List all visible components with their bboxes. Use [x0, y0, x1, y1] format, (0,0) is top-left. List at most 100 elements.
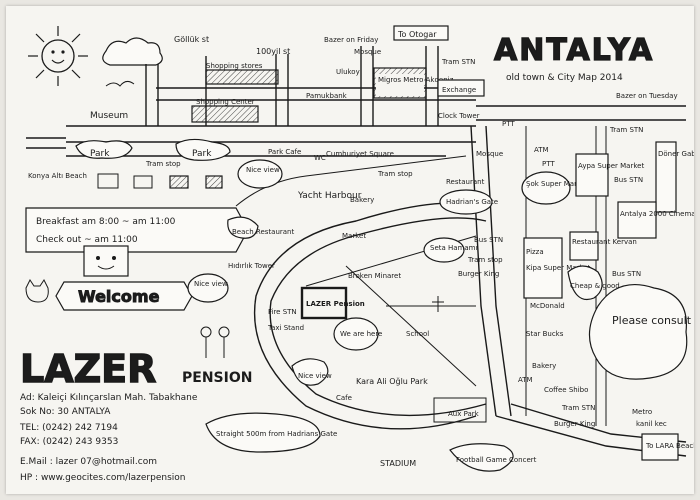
welcome-sign: Welcome: [55, 245, 193, 311]
nice-view-2-bubble: [187, 273, 229, 303]
atm-2: ATM: [518, 376, 533, 384]
shopping-center-block: [191, 105, 259, 123]
street-ulukoy: Ulukoy: [336, 68, 360, 76]
shopping-stores-block: [205, 69, 279, 85]
wc: WC: [314, 154, 326, 162]
flower-icon: [200, 326, 230, 358]
we-are-here-bubble: [333, 317, 379, 351]
tram-stop-right: Tram stop: [467, 256, 503, 264]
atm-1: ATM: [534, 146, 549, 154]
straight-route-bubble: [205, 412, 321, 453]
exchange: Exchange: [442, 86, 476, 94]
cross-icon: [432, 296, 444, 312]
doner-box: [655, 141, 677, 213]
mcdonald: McDonald: [530, 302, 565, 310]
to-lara-box: [641, 433, 679, 461]
aux-park: Aux Park: [448, 410, 480, 418]
park-left: Park: [90, 149, 110, 159]
hidirlik-tower: Hıdırlık Tower: [228, 262, 275, 270]
bazaar-friday: Bazer on Friday: [324, 36, 378, 44]
exchange-box: [437, 79, 485, 97]
restaurant-2: Restaurant Kervan: [572, 238, 637, 246]
football-bubble: [449, 443, 514, 472]
hadrians-gate: Hadrian's Gate: [446, 198, 498, 206]
school: School: [406, 330, 429, 338]
cafe-label: Cafe: [336, 394, 352, 402]
please-consult: Please consult about anything: [612, 314, 694, 327]
lazer-box-label: LAZER Pension: [306, 300, 365, 308]
starbucks: Star Bucks: [526, 330, 564, 338]
market-label: Market: [342, 232, 366, 240]
we-are-here: We are here: [340, 330, 382, 338]
bus-stn-3: Bus STN: [612, 270, 641, 278]
metro: Metro: [632, 408, 652, 416]
cheap-good: Cheap & good: [570, 282, 620, 290]
cumhuriyet: Cumhuriyet Square: [326, 150, 394, 158]
sok-market-bubble: [521, 171, 571, 205]
nice-view-3-bubble: [291, 358, 329, 386]
bus-stn-1: Bus STN: [614, 176, 643, 184]
tel: TEL: (0242) 242 7194: [19, 423, 118, 433]
notice-box: [25, 207, 249, 253]
clock-tower: Clock Tower: [438, 112, 480, 120]
map-paper: ANTALYA old town & City Map 2014: [6, 6, 700, 494]
konya-alti: Konya Altı Beach: [28, 172, 87, 180]
bus-stn-2: Bus STN: [474, 236, 503, 244]
yacht-harbour: Yacht Harbour: [297, 191, 362, 201]
brand-pension: PENSION: [182, 370, 252, 386]
tram-stn-top: Tram STN: [441, 58, 475, 66]
nice-view-1-bubble: [237, 159, 283, 189]
beach-restaurant: Beach Restaurant: [232, 228, 294, 236]
mosque-2: Mosque: [476, 150, 503, 158]
karaali-park: Kara Ali Oğlu Park: [356, 377, 428, 386]
street-100yil: 100yil st: [256, 47, 290, 56]
migros: Migros Metro Akdeniz: [378, 76, 454, 84]
checkout-info: Check out ~ am 11:00: [36, 235, 138, 245]
aux-park-box: [433, 397, 487, 423]
cat-icon: [25, 279, 49, 303]
kipa-box: [523, 237, 563, 299]
bird-icon: [105, 80, 135, 87]
nice-view-1: Nice view: [246, 166, 280, 174]
burger-king-2: Burger King: [554, 420, 595, 428]
pizza: Pizza: [526, 248, 544, 256]
restaurant-2-box: [569, 231, 599, 261]
park-mid-shape: [175, 138, 231, 161]
fire-stn: Fire STN: [268, 308, 297, 316]
shopping-stores: Shopping stores: [206, 62, 263, 70]
kanilkec: kanil kec: [636, 420, 667, 428]
antalya-2000: Antalya 2000 Cinema: [620, 210, 694, 218]
to-otogar-box: [393, 25, 449, 41]
welcome-text: Welcome: [78, 287, 160, 306]
bazaar-tuesday: Bazer on Tuesday: [616, 92, 678, 100]
aypa-market: Aypa Super Market: [578, 162, 644, 170]
shopping-center: Shopping Center: [196, 98, 255, 106]
nice-view-2: Nice view: [194, 280, 228, 288]
sun-icon: [28, 26, 88, 86]
football: Football Game Concert: [456, 456, 537, 464]
restaurant: Restaurant: [446, 178, 485, 186]
bakery-1: Bakery: [350, 196, 374, 204]
park-cafe: Park Cafe: [268, 148, 301, 156]
map-title-group: ANTALYA old town & City Map 2014: [493, 32, 653, 83]
to-otogar: To Otogar: [397, 30, 437, 39]
cloud-icon: [102, 37, 163, 66]
mosque-top: Mosque: [354, 48, 381, 56]
please-consult-bubble: [588, 284, 688, 380]
cinema-box: [617, 201, 657, 239]
park-left-shape: [75, 140, 133, 159]
pamukbank: Pamukbank: [306, 92, 348, 100]
lazer-box: [300, 286, 348, 320]
email: E.Mail : lazer 07@hotmail.com: [20, 457, 157, 467]
fax: FAX: (0242) 243 9353: [20, 437, 118, 447]
web: HP : www.geocites.com/lazerpension: [20, 473, 185, 483]
seta-hamam: Seta Hamamı: [430, 244, 477, 252]
hadrians-gate-bubble: [439, 189, 493, 215]
address-2: Sok No: 30 ANTALYA: [20, 407, 111, 417]
brand-logo: LAZER: [20, 347, 156, 391]
seta-hamam-bubble: [423, 237, 465, 263]
beach-restaurant-bubble: [227, 216, 259, 239]
address-1: Ad: Kaleiçi Kılınçarslan Mah. Tabakhane: [20, 393, 198, 403]
breakfast-info: Breakfast am 8:00 ~ am 11:00: [36, 217, 176, 227]
